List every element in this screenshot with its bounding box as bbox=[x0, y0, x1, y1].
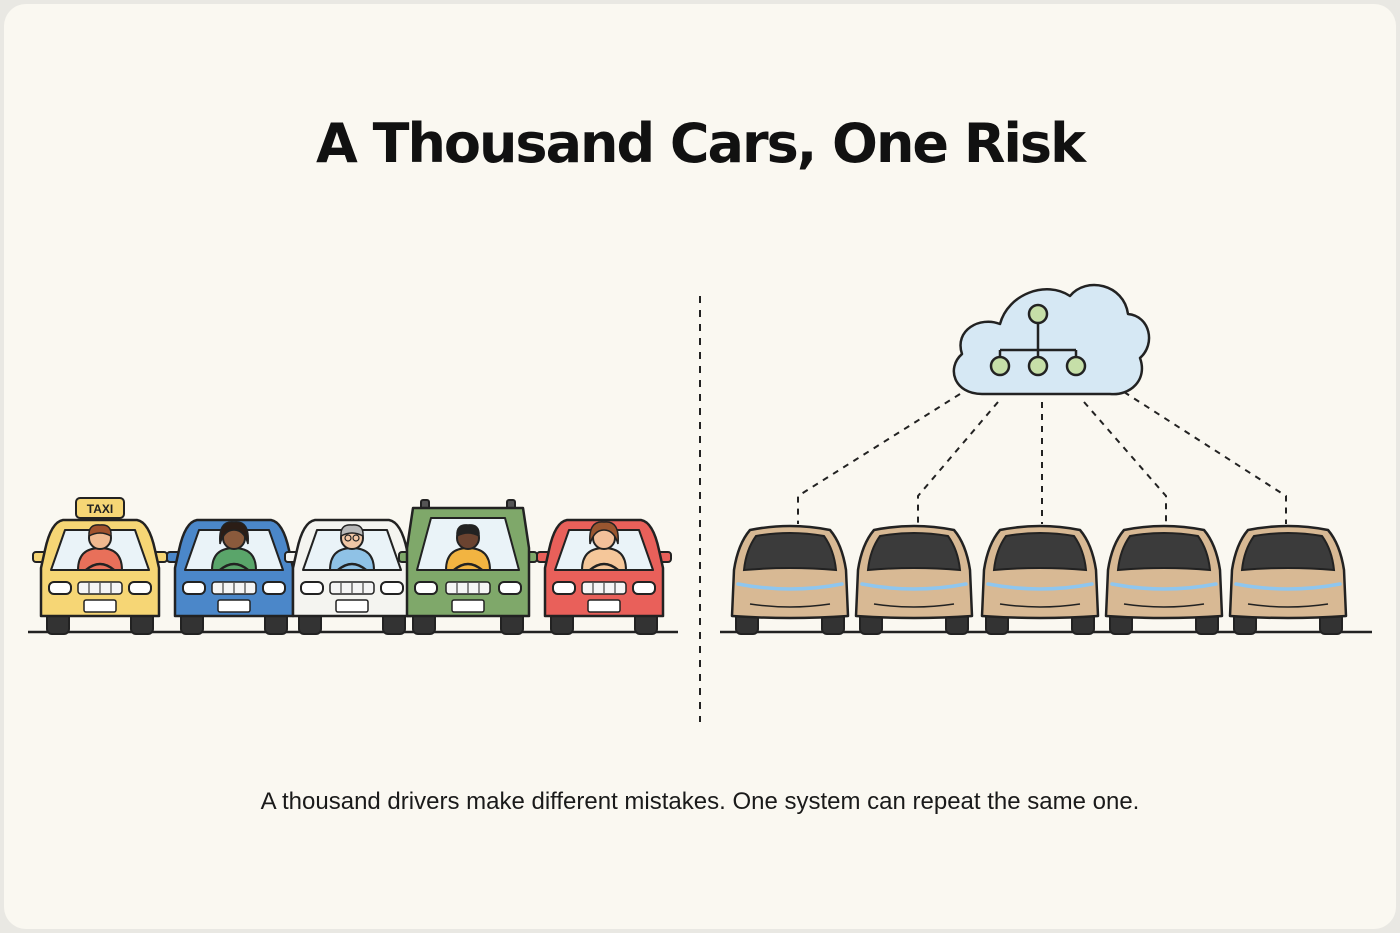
license-plate bbox=[451, 599, 485, 613]
network-node bbox=[989, 355, 1011, 377]
tinted-windshield bbox=[1240, 532, 1336, 572]
driver-torso bbox=[76, 546, 124, 571]
driver-hair bbox=[456, 524, 480, 538]
driver bbox=[580, 521, 628, 571]
blue-car-car bbox=[166, 518, 302, 635]
autonomous-car bbox=[1228, 524, 1348, 635]
illustration: TAXI bbox=[28, 283, 1372, 722]
glasses bbox=[344, 534, 352, 542]
autonomous-car bbox=[1104, 524, 1224, 635]
autonomous-car bbox=[980, 524, 1100, 635]
network-tree-icon bbox=[989, 303, 1087, 377]
bumper-line bbox=[999, 603, 1081, 608]
headlight bbox=[262, 581, 286, 595]
driver bbox=[328, 524, 376, 571]
license-plate bbox=[587, 599, 621, 613]
headlight bbox=[632, 581, 656, 595]
steering-wheel bbox=[589, 562, 619, 571]
autonomous-car bbox=[854, 524, 974, 635]
driver-hair bbox=[340, 524, 364, 538]
light-strip bbox=[736, 582, 844, 591]
headlight bbox=[380, 581, 404, 595]
driver-torso bbox=[444, 546, 492, 571]
taxi-car: TAXI bbox=[32, 497, 168, 635]
taxi-roof-sign bbox=[75, 497, 125, 519]
tinted-windshield bbox=[1116, 532, 1212, 572]
headlight bbox=[128, 581, 152, 595]
tinted-windshield bbox=[992, 532, 1088, 572]
driver-hair bbox=[589, 521, 619, 545]
connection-line bbox=[917, 401, 999, 524]
network-node bbox=[1027, 303, 1049, 325]
headlight bbox=[414, 581, 438, 595]
green-suv-car bbox=[398, 499, 538, 635]
headlight bbox=[552, 581, 576, 595]
headlight bbox=[182, 581, 206, 595]
light-strip bbox=[986, 582, 1094, 591]
headlight bbox=[498, 581, 522, 595]
driver-hair bbox=[219, 521, 249, 545]
bumper-line bbox=[1247, 603, 1329, 608]
steering-wheel bbox=[453, 562, 483, 571]
driver-torso bbox=[210, 546, 258, 571]
cloud-connections bbox=[797, 391, 1287, 524]
bumper-line bbox=[749, 603, 831, 608]
steering-wheel bbox=[219, 562, 249, 571]
bumper-line bbox=[873, 603, 955, 608]
autonomous-car bbox=[730, 524, 850, 635]
red-car-car bbox=[536, 518, 672, 635]
white-car-car bbox=[284, 518, 420, 635]
headlight bbox=[48, 581, 72, 595]
light-strip bbox=[1110, 582, 1218, 591]
license-plate bbox=[83, 599, 117, 613]
driver bbox=[210, 521, 258, 571]
headlight bbox=[300, 581, 324, 595]
driver-torso bbox=[328, 546, 376, 571]
light-strip bbox=[1234, 582, 1342, 591]
taxi-sign-label: TAXI bbox=[87, 502, 113, 516]
connection-line bbox=[1083, 401, 1167, 524]
driver-torso bbox=[580, 546, 628, 571]
steering-wheel bbox=[337, 562, 367, 571]
driver-hair bbox=[88, 524, 112, 538]
glasses bbox=[352, 534, 360, 542]
steering-wheel bbox=[85, 562, 115, 571]
tinted-windshield bbox=[742, 532, 838, 572]
human-driven-cars: TAXI bbox=[32, 497, 672, 635]
bumper-line bbox=[1123, 603, 1205, 608]
tinted-windshield bbox=[866, 532, 962, 572]
driver bbox=[444, 524, 492, 571]
connection-line bbox=[797, 393, 961, 524]
page-background: A Thousand Cars, One Risk TAXI bbox=[4, 4, 1396, 929]
light-strip bbox=[860, 582, 968, 591]
network-node bbox=[1027, 355, 1049, 377]
connection-line bbox=[1123, 391, 1287, 524]
network-node bbox=[1065, 355, 1087, 377]
cloud-icon bbox=[952, 283, 1151, 396]
autonomous-cars bbox=[730, 524, 1348, 635]
page-title: A Thousand Cars, One Risk bbox=[316, 112, 1086, 175]
license-plate bbox=[335, 599, 369, 613]
caption: A thousand drivers make different mistak… bbox=[260, 788, 1140, 815]
driver bbox=[76, 524, 124, 571]
license-plate bbox=[217, 599, 251, 613]
